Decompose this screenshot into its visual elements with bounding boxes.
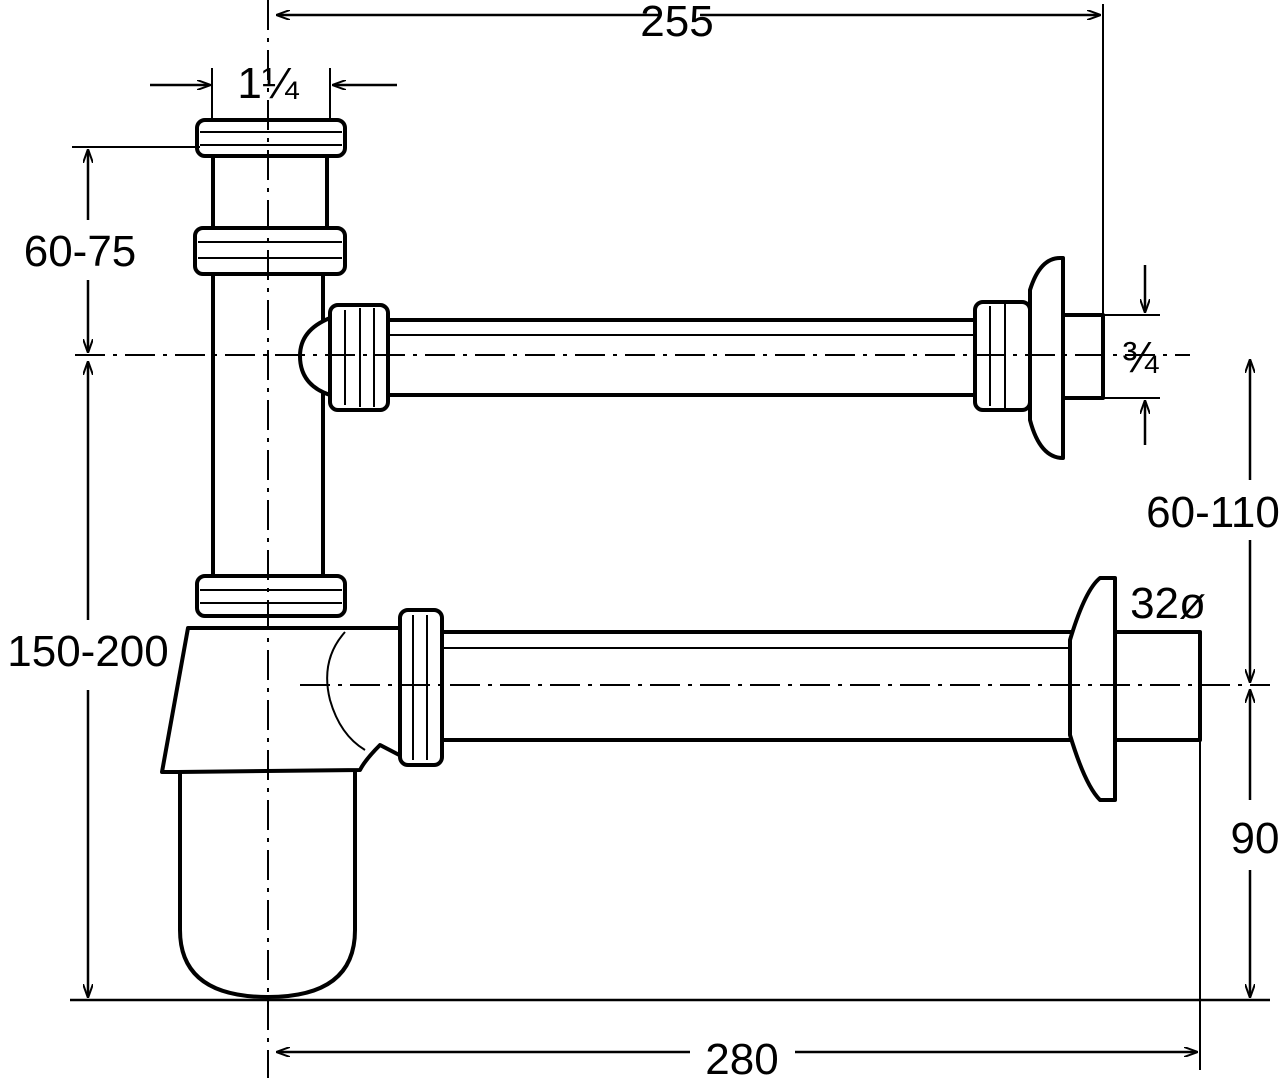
dim-255: 255 — [640, 0, 713, 46]
dim-280: 280 — [705, 1035, 778, 1080]
bottle-trap — [160, 626, 407, 999]
dimension-lines — [72, 4, 1250, 1070]
dim-60-75: 60-75 — [24, 227, 137, 276]
dim-1-1-4: 1¼ — [237, 59, 299, 108]
side-inlet-branch — [298, 256, 1105, 460]
outlet-pipe — [398, 576, 1202, 802]
centerlines — [70, 0, 1270, 1078]
dim-32-diameter: 32ø — [1130, 579, 1206, 628]
dim-150-200: 150-200 — [7, 627, 168, 676]
dim-3-4: ¾ — [1122, 333, 1160, 382]
dim-60-110: 60-110 — [1146, 488, 1280, 537]
dim-90: 90 — [1231, 814, 1280, 863]
